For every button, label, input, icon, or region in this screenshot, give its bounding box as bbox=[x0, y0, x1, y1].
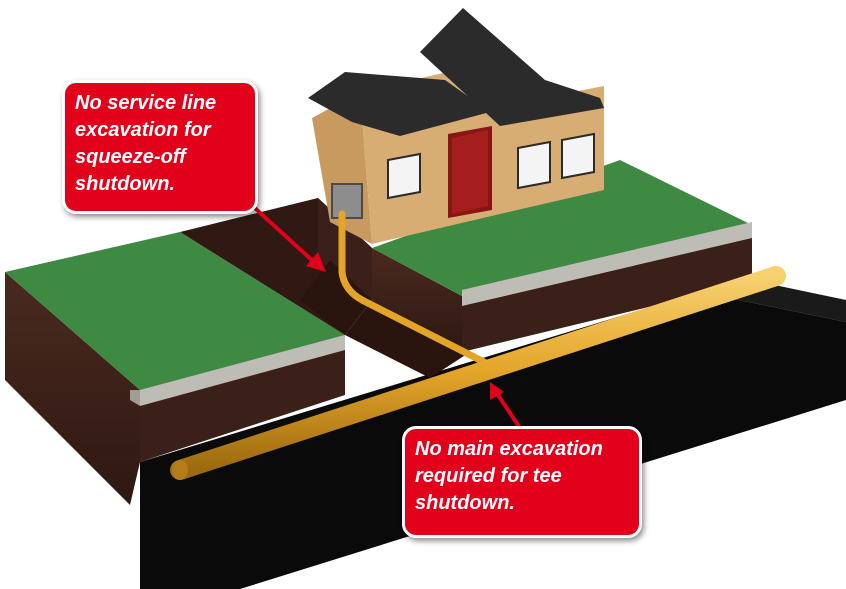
callout-text-line: required for tee bbox=[415, 465, 562, 487]
callout-main: No main excavation required for tee shut… bbox=[402, 426, 642, 538]
house bbox=[308, 8, 604, 244]
left-lawn-block bbox=[5, 232, 345, 505]
callout-text-line: shutdown. bbox=[415, 492, 515, 514]
roof-right bbox=[420, 8, 604, 126]
callout-text-line: shutdown. bbox=[75, 173, 175, 195]
callout-text-line: squeeze-off bbox=[75, 146, 186, 168]
gas-main bbox=[170, 266, 786, 480]
front-door bbox=[452, 130, 488, 214]
service-line bbox=[338, 210, 488, 366]
callout-text-line: No main excavation bbox=[415, 438, 603, 460]
callout-text-line: excavation for bbox=[75, 119, 211, 141]
right-lawn-block bbox=[372, 160, 752, 352]
roof-left bbox=[308, 72, 490, 136]
gas-meter bbox=[331, 183, 363, 219]
arrow-service-line bbox=[244, 198, 326, 272]
window-right-2 bbox=[561, 132, 595, 180]
callout-text-line: No service line bbox=[75, 92, 217, 114]
window-left bbox=[387, 152, 421, 200]
arrow-main bbox=[490, 382, 522, 430]
callout-service-line: No service line excavation for squeeze-o… bbox=[62, 80, 258, 214]
window-right-1 bbox=[517, 140, 551, 190]
